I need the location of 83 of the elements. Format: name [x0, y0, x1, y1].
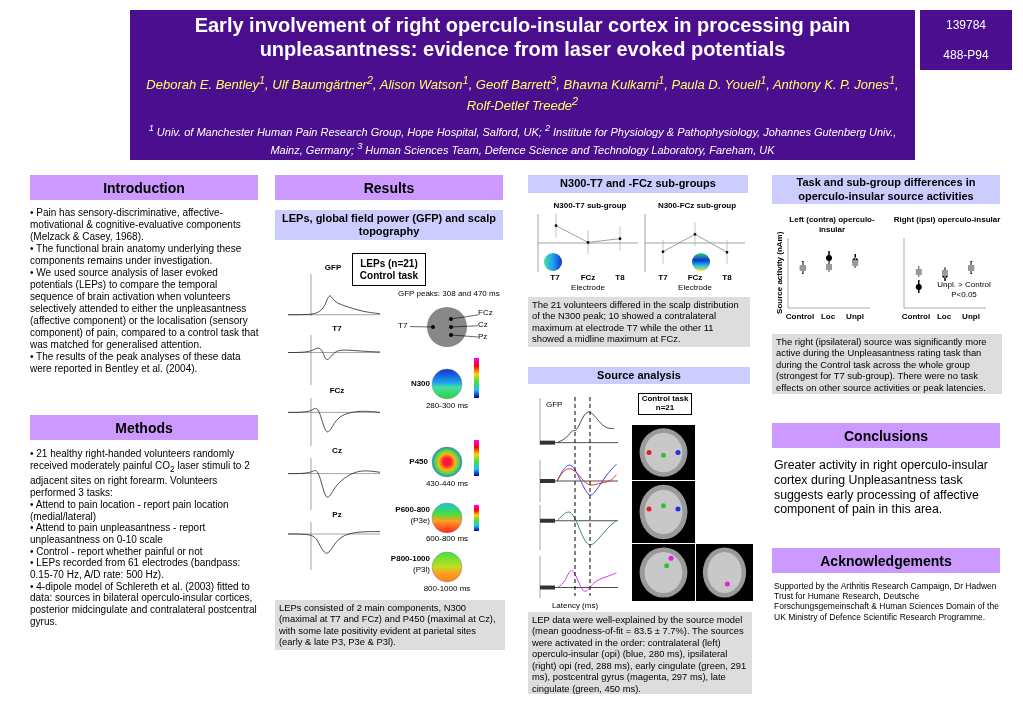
bullet-text: • Control - report whether painful or not [30, 545, 204, 558]
time-window-label: 800-1000 ms [422, 584, 472, 594]
poster-number: 488-P94 [943, 48, 989, 62]
chart-title: N300-T7 sub-group [552, 201, 628, 211]
axis-category-label: Unpl [961, 312, 981, 322]
leader-line [452, 314, 479, 319]
section-header: Results [275, 175, 503, 200]
component-label: (P3l) [412, 565, 430, 575]
bullet-text: • We used source analysis of laser evoked potentials (LEPs) to compare the temporal sequence of brain activation when volunteers selectively attended to either the unpleasantness (affective component) or the localisation (sensory component) of pain, compared to a control task that was matched for generalised attention. [30, 267, 260, 351]
bullet-text: • The functional brain anatomy underlying these components remains under investigation. [30, 243, 243, 267]
axis-category-label: FCz [579, 273, 597, 283]
acknowledgement-text: Supported by the Arthritis Research Campaign, Dr Hadwen Trust for Humane Research, Deutsche Forschungsgemeinschaft & Human Sciences Domain of the UK Ministry of Defence Scientific Research Programme. [774, 581, 1000, 622]
conclusion-text: Greater activity in right operculo-insular cortex during Unpleasantness task suggests early processing of affective component of pain in this area. [774, 458, 989, 517]
bullet-text: • The results of the peak analyses of these data were reported in Bentley et al. (2004). [30, 351, 242, 375]
axis-title: Electrode [677, 283, 713, 293]
bullet-text: • LEPs recorded from 61 electrodes (bandpass: 0.15-70 Hz, A/D rate: 500 Hz). [30, 557, 242, 581]
plot-title: FCz [328, 386, 346, 396]
section-header: Acknowledgements [772, 548, 1000, 573]
time-window-label: 280-300 ms [424, 401, 470, 411]
poster-number: 139784 [945, 18, 986, 32]
electrode-dot [431, 325, 435, 329]
chart-label-box: LEPs (n=21) Control task [352, 253, 426, 286]
bullet-text: • Pain has sensory-discriminative, affective-motivational & cognitive-evaluative components (Melzack & Casey, 1968). [30, 207, 242, 243]
text-panel: The right (ipsilateral) source was significantly more active during the Unpleasantness rating task than during the Control task across the whole group (strongest for T7 sub-group). There were no task effects on other source activities or peak latencies. [772, 334, 1002, 394]
author-list: Deborah E. Bentley$^{1}$, Ulf Baumgärtner$^{2}$, Alison Watson$^{1}$, Geoff Barrett$^{3}$, Bhavna Kulkarni$^{1}$, Paula D. Youell$^{1}$, Anthony K. P. Jones$^{1}$, Rolf-Detlef Treede$^{2}$ [140, 73, 905, 115]
leader-line [452, 325, 479, 328]
axis-category-label: T8 [614, 273, 626, 283]
subsection-header: Source analysis [528, 367, 750, 384]
axis-category-label: T7 [549, 273, 561, 283]
significance-note: P<0.05 [950, 290, 978, 300]
axis-title: Latency (ms) [550, 601, 600, 611]
annotation-text: GFP peaks: 308 and 470 ms [398, 289, 501, 299]
electrode-label: Pz [478, 333, 492, 342]
text-panel: LEP data were well-explained by the source model (mean goodness-of-fit = 83.5 ± 7.7%). The sources were activated in the order: contralateral (left) operculo-insular (opi) (blue, 280 ms), ipsilateral (right) opi (red, 288 ms), early cingulate (green, 291 ms), postcentral gyrus (magenta, 297 ms), late cingulate (green, 450 ms). [528, 612, 752, 694]
component-label: (P3e) [409, 516, 430, 526]
bullet-text: • 21 healthy right-handed volunteers randomly received moderately painful CO$_{2}$ laser stimuli to 2 adjacent sites on right forearm. Volunteers performed 3 tasks: [30, 448, 251, 499]
poster-id-panel [920, 10, 1012, 70]
leader-line [409, 326, 432, 328]
bullet-text: • Attend to pain location - report pain location (medial/lateral) [30, 498, 230, 523]
chart-label-box: Control task n=21 [638, 393, 692, 415]
axis-category-label: Loc [819, 312, 837, 322]
axis-title: Source activity (nAm) [775, 230, 785, 316]
electrode-dot [449, 317, 453, 321]
axis-category-label: Loc [935, 312, 953, 322]
significance-note: Unpl. > Control [936, 280, 992, 290]
leader-line [452, 334, 479, 338]
section-header: Methods [30, 415, 258, 440]
electrode-label: FCz [478, 309, 496, 318]
axis-category-label: FCz [686, 273, 704, 283]
time-window-label: 600-800 ms [424, 534, 470, 544]
affiliation-text: $^{1}$ Univ. of Manchester Human Pain Research Group, Hope Hospital, Salford, UK; $^{2}$ Institute for Physiology & Pathophysiology, Johannes Gutenberg Univ., Mainz, Germany; $^{3}$ Human Sciences Team, Defence Science and Technology Laboratory, Fareham, UK [147, 122, 898, 158]
electrode-dot [449, 325, 453, 329]
component-label: P450 [408, 457, 428, 467]
axis-category-label: Control [900, 312, 932, 322]
chart-title: Right (ipsi) operculo-insular [893, 215, 1001, 225]
plot-title: GFP [323, 263, 343, 273]
poster-title: Early involvement of right operculo-insular cortex in processing pain unpleasantness: evidence from laser evoked potentials [193, 13, 852, 62]
component-label: P600-800 [394, 505, 430, 515]
section-header: Conclusions [772, 423, 1000, 448]
bullet-text: • Attend to pain unpleasantness - report unpleasantness on 0-10 scale [30, 522, 207, 546]
axis-title: Electrode [570, 283, 606, 293]
subsection-header: N300-T7 and -FCz sub-groups [528, 175, 748, 193]
subsection-header: Task and sub-group differences in operculo-insular source activities [772, 175, 1000, 204]
plot-title: Cz [331, 446, 343, 456]
time-window-label: 430-440 ms [424, 479, 470, 489]
plot-title: T7 [331, 324, 343, 334]
axis-category-label: Unpl [845, 312, 865, 322]
section-header: Introduction [30, 175, 258, 200]
text-panel: The 21 volunteers differed in the scalp distribution of the N300 peak; 10 showed a contralateral maximum at electrode T7 while the other 11 showed a midline maximum at FCz. [528, 297, 750, 347]
electrode-dot [449, 333, 453, 337]
plot-title: Pz [331, 510, 343, 520]
electrode-label: Cz [478, 321, 492, 330]
axis-category-label: Control [784, 312, 816, 322]
bullet-text: • 4-dipole model of Schlereth et al. (2003) fitted to data: sources in bilateral operculo-insular cortices, posterior midcingulate and contralateral postcentral gyrus. [30, 580, 258, 628]
axis-category-label: T7 [657, 273, 669, 283]
text-panel: LEPs consisted of 2 main components, N300 (maximal at T7 and FCz) and P450 (maximal at Cz), with some late positivity evident at parietal sites (early & late P3, P3e & P3l). [275, 600, 505, 650]
subsection-header: LEPs, global field power (GFP) and scalp topography [275, 210, 503, 240]
axis-category-label: T8 [721, 273, 733, 283]
component-label: P800-1000 [389, 554, 430, 564]
chart-title: N300-FCz sub-group [656, 201, 738, 211]
electrode-label: T7 [398, 322, 410, 331]
plot-title: GFP [546, 400, 564, 410]
component-label: N300 [409, 379, 430, 389]
